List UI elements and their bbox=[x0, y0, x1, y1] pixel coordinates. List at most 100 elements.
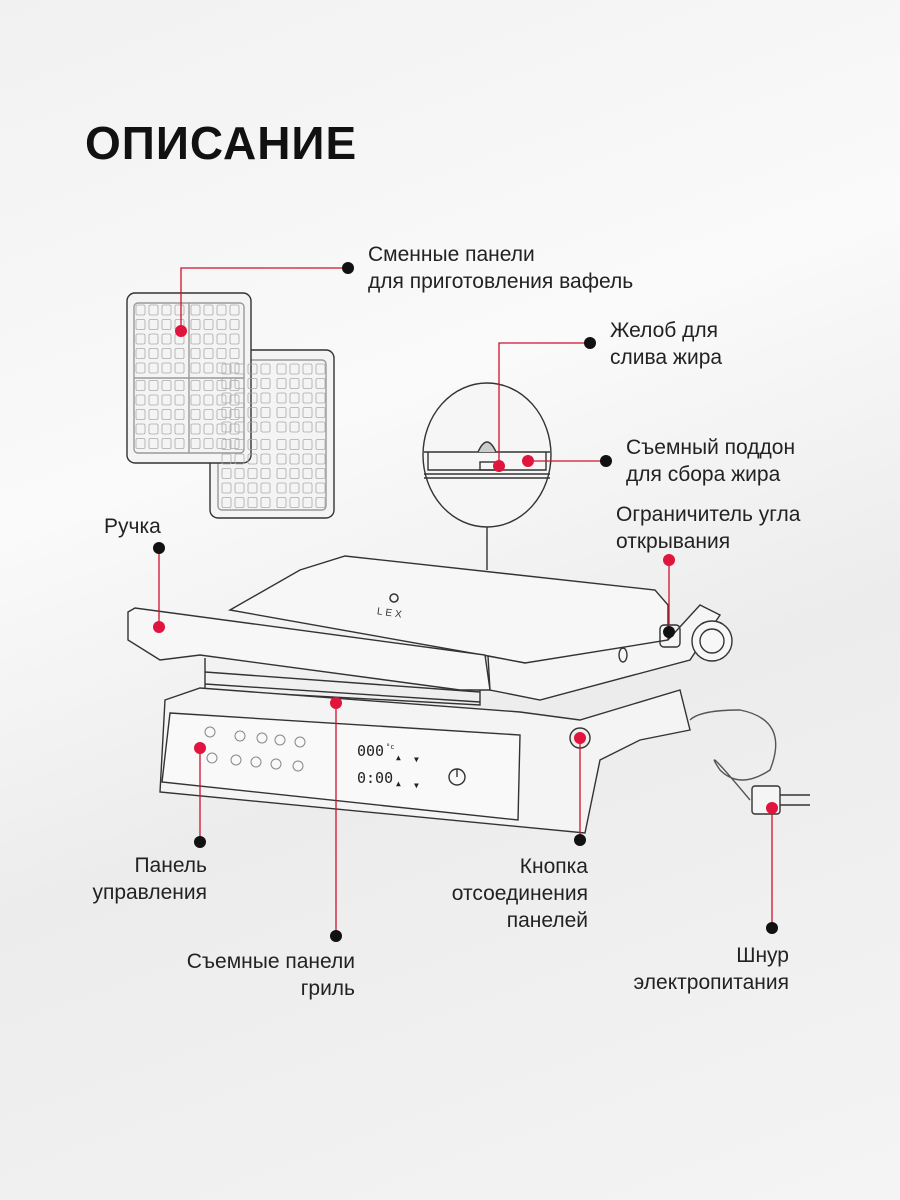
waffle-cell bbox=[315, 468, 326, 479]
detail-magnifier bbox=[422, 382, 552, 570]
waffle-cell bbox=[135, 304, 146, 316]
svg-text:▼: ▼ bbox=[414, 755, 419, 764]
waffle-cell bbox=[135, 423, 146, 435]
waffle-cell bbox=[260, 497, 271, 508]
waffle-cell bbox=[221, 439, 232, 450]
waffle-cell bbox=[161, 380, 172, 391]
waffle-cell bbox=[289, 378, 300, 389]
waffle-cell bbox=[315, 378, 326, 389]
waffle-cell bbox=[190, 438, 201, 449]
waffle-cell bbox=[221, 482, 232, 494]
waffle-cell bbox=[216, 394, 227, 406]
waffle-cell bbox=[276, 421, 287, 433]
waffle-cell bbox=[216, 319, 227, 330]
waffle-cell bbox=[216, 362, 227, 374]
waffle-cell bbox=[315, 497, 326, 508]
waffle-cell bbox=[315, 392, 326, 404]
waffle-cell bbox=[221, 497, 232, 508]
waffle-cell bbox=[276, 468, 287, 479]
waffle-cell bbox=[276, 439, 287, 450]
waffle-cell bbox=[247, 363, 258, 375]
waffle-cell bbox=[276, 363, 287, 375]
waffle-cell bbox=[302, 392, 313, 404]
waffle-cell bbox=[234, 421, 245, 433]
label-grease-groove: Желоб для слива жира bbox=[610, 319, 723, 369]
waffle-cell bbox=[302, 497, 313, 508]
waffle-cell bbox=[221, 378, 232, 389]
label-release-button: Кнопка отсоединения панелей bbox=[451, 855, 588, 932]
waffle-cell bbox=[247, 378, 258, 389]
waffle-cell bbox=[229, 380, 240, 391]
waffle-cell bbox=[161, 394, 172, 406]
waffle-cell bbox=[229, 409, 240, 420]
waffle-cell bbox=[276, 378, 287, 389]
waffle-cell bbox=[148, 362, 159, 374]
waffle-cell bbox=[276, 453, 287, 465]
waffle-cell bbox=[247, 453, 258, 465]
waffle-cell bbox=[148, 380, 159, 391]
waffle-plate-front bbox=[126, 292, 252, 464]
waffle-cell bbox=[289, 482, 300, 494]
waffle-cell bbox=[174, 380, 185, 391]
waffle-cell bbox=[135, 394, 146, 406]
waffle-cell bbox=[276, 497, 287, 508]
waffle-cell bbox=[174, 348, 185, 359]
waffle-cell bbox=[174, 409, 185, 420]
waffle-cell bbox=[190, 319, 201, 330]
waffle-cell bbox=[260, 378, 271, 389]
waffle-cell bbox=[203, 423, 214, 435]
waffle-cell bbox=[190, 380, 201, 391]
waffle-cell bbox=[289, 497, 300, 508]
waffle-cell bbox=[161, 423, 172, 435]
waffle-cell bbox=[276, 407, 287, 418]
control-display: 000 °c 0:00 ▲▼ ▲▼ bbox=[204, 726, 419, 790]
waffle-cell bbox=[260, 453, 271, 465]
waffle-cell bbox=[148, 304, 159, 316]
waffle-cell bbox=[289, 407, 300, 418]
waffle-cell bbox=[190, 333, 201, 345]
label-waffle-panels: Сменные панели для приготовления вафель bbox=[368, 243, 634, 293]
waffle-cell bbox=[315, 407, 326, 418]
waffle-cell bbox=[190, 409, 201, 420]
waffle-cell bbox=[302, 363, 313, 375]
waffle-cell bbox=[234, 378, 245, 389]
waffle-cell bbox=[174, 423, 185, 435]
waffle-cell bbox=[234, 363, 245, 375]
waffle-cell bbox=[203, 348, 214, 359]
waffle-cell bbox=[221, 421, 232, 433]
waffle-cell bbox=[148, 423, 159, 435]
waffle-cell bbox=[247, 439, 258, 450]
waffle-cell bbox=[229, 319, 240, 330]
waffle-cell bbox=[148, 438, 159, 449]
waffle-cell bbox=[203, 380, 214, 391]
waffle-cell bbox=[289, 421, 300, 433]
waffle-cell bbox=[148, 394, 159, 406]
waffle-cell bbox=[148, 409, 159, 420]
waffle-cell bbox=[135, 348, 146, 359]
waffle-cell bbox=[315, 421, 326, 433]
waffle-cell bbox=[315, 453, 326, 465]
waffle-cell bbox=[148, 319, 159, 330]
waffle-cell bbox=[161, 409, 172, 420]
waffle-cell bbox=[203, 409, 214, 420]
waffle-cell bbox=[247, 392, 258, 404]
waffle-cell bbox=[216, 438, 227, 449]
waffle-cell bbox=[135, 333, 146, 345]
waffle-cell bbox=[247, 482, 258, 494]
waffle-cell bbox=[289, 468, 300, 479]
waffle-cell bbox=[229, 438, 240, 449]
waffle-cell bbox=[221, 468, 232, 479]
waffle-cell bbox=[247, 497, 258, 508]
marker-dot bbox=[175, 325, 187, 337]
waffle-cell bbox=[302, 378, 313, 389]
waffle-cell bbox=[247, 468, 258, 479]
waffle-cell bbox=[190, 348, 201, 359]
waffle-cell bbox=[276, 392, 287, 404]
waffle-cell bbox=[216, 348, 227, 359]
waffle-cell bbox=[234, 482, 245, 494]
waffle-cell bbox=[229, 423, 240, 435]
waffle-cell bbox=[229, 333, 240, 345]
waffle-cell bbox=[203, 333, 214, 345]
label-control-panel: Панель управления bbox=[92, 854, 207, 904]
